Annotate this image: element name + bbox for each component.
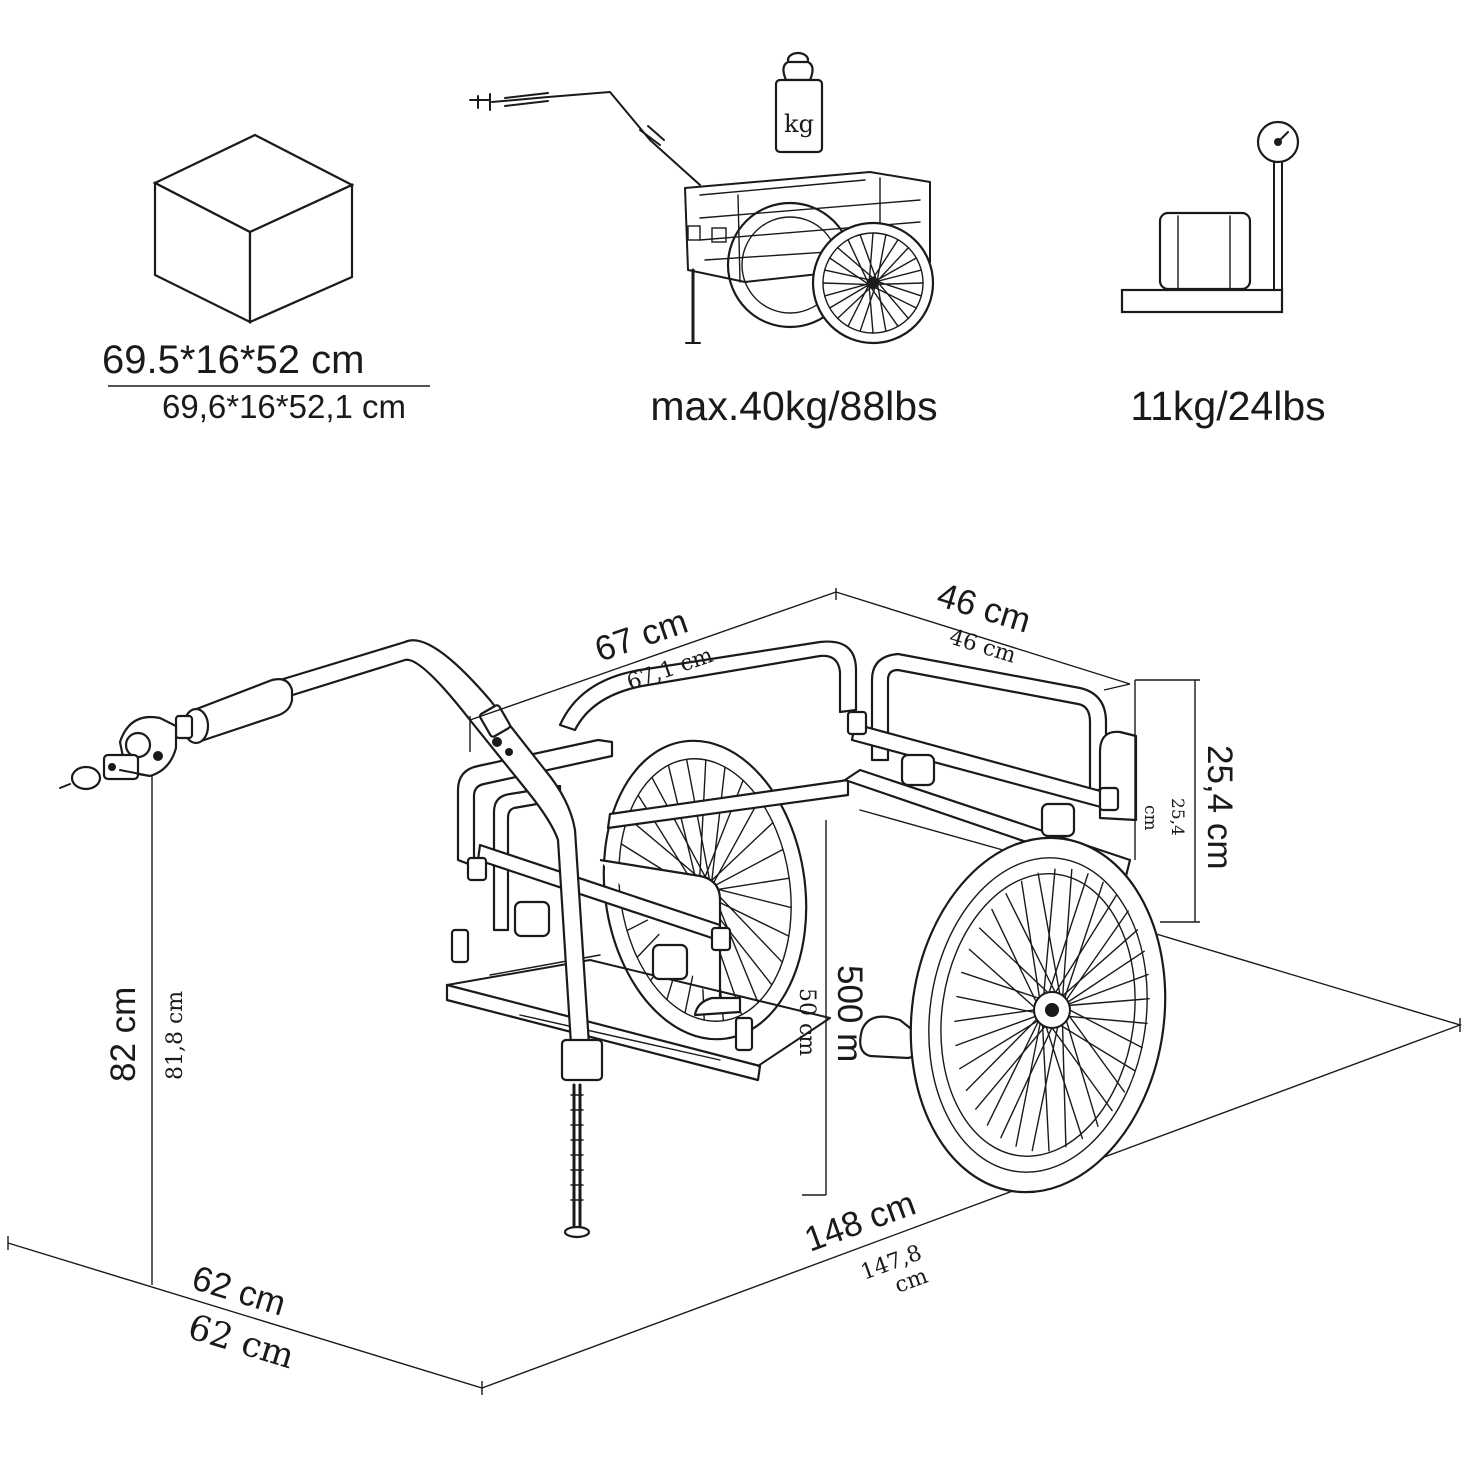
wheel-spoke: [698, 759, 707, 894]
wheel-spoke: [829, 257, 870, 286]
kg-badge-label: kg: [784, 110, 814, 138]
wheel-spoke: [710, 766, 726, 889]
wheel-spoke: [876, 233, 887, 283]
wheel-spoke: [991, 908, 1043, 1015]
wheel-spoke: [859, 233, 878, 283]
wheel-spoke: [829, 283, 870, 309]
wheel-spoke: [1061, 1005, 1143, 1049]
package-box-icon: [152, 133, 355, 324]
wheel-spoke: [876, 280, 887, 332]
wheel-spoke: [1041, 1013, 1113, 1112]
wheel-base-secondary-label: 50 cm: [794, 988, 819, 1056]
wheel-spoke: [1061, 881, 1104, 1007]
total-height-secondary-label: 81,8 cm: [163, 991, 188, 1080]
wheel-spoke: [847, 238, 870, 286]
wheel-spoke: [710, 886, 792, 909]
wheel-spoke: [667, 764, 700, 894]
wheel-spoke: [868, 232, 874, 286]
wheel-spoke: [876, 269, 922, 283]
wheel-spoke: [876, 280, 910, 320]
wheel-spoke: [651, 776, 712, 889]
scale-icon: [1120, 120, 1300, 314]
height-dimension-line: [1134, 679, 1200, 923]
width-primary-label: 46 cm: [933, 575, 1036, 640]
wheel-spoke: [868, 283, 874, 334]
wheel-spoke: [1041, 868, 1056, 1015]
wheel-spoke: [859, 280, 878, 332]
wheel-spoke: [1061, 1005, 1126, 1093]
wheel-spoke: [685, 758, 712, 889]
wheel-spoke: [876, 246, 910, 283]
wheel-spoke: [1041, 1013, 1050, 1152]
length-dimension-line: [469, 588, 837, 752]
wheel-spoke: [956, 995, 1043, 1015]
wheel-spoke: [986, 1013, 1043, 1126]
width-dimension-line: [835, 591, 1131, 691]
package-dimensions-primary: 69.5*16*52 cm: [102, 338, 364, 382]
small-trailer-icon: [469, 91, 935, 345]
max-load-label: max.40kg/88lbs: [650, 383, 937, 429]
wheel-spoke: [1037, 872, 1063, 1007]
total-width-secondary-label: 62 cm: [183, 1307, 298, 1377]
net-weight-label: 11kg/24lbs: [1130, 383, 1325, 429]
height-primary-label: 25,4 cm: [1200, 745, 1239, 870]
height-secondary-value: 25,4: [1167, 798, 1187, 836]
wheel-spoke: [968, 948, 1043, 1015]
wheel-spoke: [876, 280, 922, 297]
package-dimensions-secondary: 69,6*16*52,1 cm: [162, 388, 406, 425]
floor-outline: [7, 929, 1463, 1395]
front-wheel: [909, 836, 1167, 1194]
wheel-spoke: [1005, 893, 1063, 1007]
wheel-spoke: [1061, 950, 1145, 1007]
wheel-base-dimension-line: [802, 820, 827, 1196]
wheel-spoke: [1041, 873, 1089, 1015]
wheel-spoke: [955, 1013, 1043, 1047]
kg-weight-icon: kg: [774, 51, 824, 154]
wheel-spoke: [1061, 910, 1129, 1007]
wheel-spoke: [1020, 880, 1043, 1015]
main-trailer-drawing: [59, 639, 1167, 1239]
wheel-spoke: [836, 246, 878, 283]
height-secondary-unit: cm: [1140, 805, 1160, 831]
wheel-spoke: [710, 848, 784, 889]
wheel-base-primary-label: 500 m: [830, 965, 869, 1062]
wheel-spoke: [1031, 1005, 1063, 1152]
wheel-spoke: [1061, 1005, 1099, 1128]
wheel-spoke: [710, 886, 783, 963]
wheel-spoke: [1061, 1005, 1067, 1148]
total-height-primary-label: 82 cm: [104, 987, 143, 1082]
wheel-spoke: [1061, 998, 1150, 1007]
wheel-spoke: [868, 283, 917, 309]
wheel-spoke: [822, 282, 870, 286]
